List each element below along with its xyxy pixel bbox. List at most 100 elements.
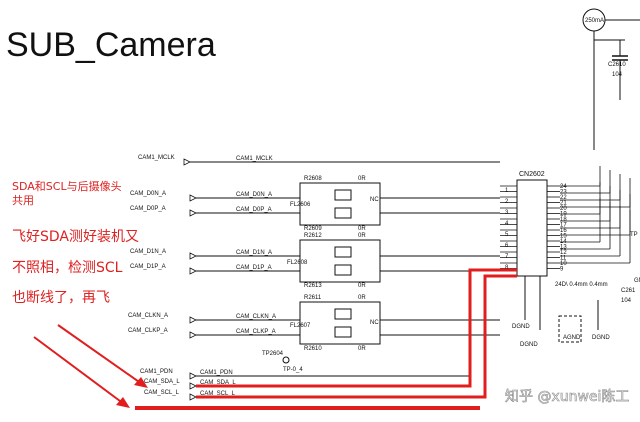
conn-pin-number-8: 16 — [560, 228, 567, 234]
filter-fl2608-box — [299, 239, 381, 283]
net-label-in-d1p_in: CAM_D1P_A — [130, 264, 166, 270]
tp-pad-label: TP-0_4 — [283, 367, 303, 373]
arrow-to-sda — [57, 324, 143, 385]
trace-note: 24D\ 0.4mm 0.4mm — [555, 282, 608, 288]
net-label-out-scl_out: CAM_SCL_L — [200, 391, 236, 397]
net-port-scl_in — [189, 393, 197, 401]
conn-pin-number-2: 22 — [560, 195, 567, 201]
filter-fl2606-coil-a — [334, 189, 352, 201]
r2611-label: R2611 — [304, 295, 322, 301]
fl2607-nc: NC — [370, 320, 379, 326]
right-edge-label: TP — [630, 232, 638, 238]
conn-pin-number-3: 21 — [560, 201, 567, 207]
current-label: 250mA — [585, 18, 604, 24]
right-edge-label-2: GN — [634, 278, 640, 284]
cap-right-label: C261 — [621, 288, 636, 294]
r2612-label: R2612 — [304, 233, 322, 239]
dgnd-label-1: DGND — [512, 324, 530, 330]
net-label-in-clkn_in: CAM_CLKN_A — [128, 313, 168, 319]
r2613-value: 0R — [358, 283, 366, 289]
conn-pin-number-0: 24 — [560, 184, 567, 190]
agnd-box — [558, 315, 582, 343]
r2608-label: R2608 — [304, 176, 322, 182]
dgnd-label-2: DGND — [520, 342, 538, 348]
filter-fl2607-coil-b — [334, 326, 352, 338]
net-label-in-sda_in: CAM_SDA_L — [144, 379, 180, 385]
conn-pin-left-number-1: 2 — [505, 199, 509, 205]
agnd-label: AGND — [563, 335, 581, 341]
net-port-clkn_in — [189, 316, 197, 324]
net-label-out-pdn_out: CAM1_PDN — [200, 370, 233, 376]
conn-pin-number-14: 10 — [560, 261, 567, 267]
cap-top-value: 104 — [612, 72, 623, 78]
arrow-to-scl — [33, 336, 125, 405]
net-label-out-clkn_out: CAM_CLKN_A — [236, 314, 276, 320]
scl-highlight-trace — [196, 274, 517, 399]
filter-block-fl2606: R2608 0R FL2606 R2609 0R NC — [290, 176, 381, 232]
conn-pin-number-6: 18 — [560, 217, 567, 223]
r2610-label: R2610 — [304, 346, 322, 352]
net-port-d0p_in — [189, 209, 197, 217]
net-port-sda_in — [189, 382, 197, 390]
net-label-out-d1p_out: CAM_D1P_A — [236, 265, 272, 271]
conn-pin-left-number-5: 6 — [505, 243, 509, 249]
conn-pin-number-15: 9 — [560, 267, 564, 273]
fl2606-label: FL2606 — [290, 202, 311, 208]
net-label-out-mclk_out: CAM1_MCLK — [236, 156, 273, 162]
annotation-line-1: SDA和SCL与后摄像头 — [12, 179, 122, 193]
net-label-out-clkp_out: CAM_CLKP_A — [236, 329, 276, 335]
net-label-out-sda_out: CAM_SDA_L — [200, 380, 236, 386]
net-port-pdn_in — [189, 372, 197, 380]
filter-fl2608-coil-a — [334, 246, 352, 258]
fl2606-nc: NC — [370, 197, 379, 203]
conn-pin-left-number-0: 1 — [505, 188, 509, 194]
filter-fl2608-coil-b — [334, 264, 352, 276]
filter-fl2607-coil-a — [334, 308, 352, 320]
arrow-to-sda-head — [134, 377, 148, 388]
annotation-line-2: 共用 — [12, 194, 34, 207]
dgnd-label-3: DGND — [592, 335, 610, 341]
cap-right-value: 104 — [621, 298, 632, 304]
net-label-in-mclk_in: CAM1_MCLK — [138, 155, 175, 161]
r2610-value: 0R — [358, 346, 366, 352]
conn-pin-number-7: 17 — [560, 223, 567, 229]
net-port-d0n_in — [189, 194, 197, 202]
tp2604-pad — [282, 356, 290, 364]
connector-body — [516, 179, 548, 277]
net-label-out-d1n_out: CAM_D1N_A — [236, 250, 272, 256]
conn-pin-left-number-7: 8 — [505, 265, 509, 271]
arrow-to-scl-head — [116, 397, 130, 408]
conn-pin-left-number-3: 4 — [505, 221, 509, 227]
annotation-line-5: 也断线了，再飞 — [12, 290, 110, 306]
conn-pin-number-1: 23 — [560, 190, 567, 196]
r2609-value: 0R — [358, 226, 366, 232]
net-port-d1n_in — [189, 252, 197, 260]
r2613-label: R2613 — [304, 283, 322, 289]
right-nets — [560, 166, 631, 264]
net-label-in-clkp_in: CAM_CLKP_A — [128, 328, 168, 334]
net-label-in-pdn_in: CAM1_PDN — [140, 369, 173, 375]
annotation-line-3: 飞好SDA测好装机又 — [12, 229, 139, 245]
net-port-clkp_in — [189, 331, 197, 339]
net-label-in-d0p_in: CAM_D0P_A — [130, 206, 166, 212]
conn-pin-left-number-2: 3 — [505, 210, 509, 216]
page-title: SUB_Camera — [6, 26, 216, 64]
conn-pin-left-number-6: 7 — [505, 254, 509, 260]
watermark: 知乎 @xunwei陈工 — [505, 388, 629, 405]
conn-pin-number-4: 20 — [560, 206, 567, 212]
filter-fl2607-box — [299, 301, 381, 345]
net-label-in-scl_in: CAM_SCL_L — [144, 390, 180, 396]
conn-pin-number-9: 15 — [560, 234, 567, 240]
filter-block-fl2607: R2611 0R FL2607 R2610 0R NC — [290, 295, 381, 352]
net-label-out-d0p_out: CAM_D0P_A — [236, 207, 272, 213]
net-label-out-d0n_out: CAM_D0N_A — [236, 192, 272, 198]
conn-pin-number-13: 11 — [560, 256, 567, 262]
annotation-line-4: 不照相，检测SCL — [12, 260, 123, 276]
fl2607-label: FL2607 — [290, 323, 311, 329]
r2612-value: 0R — [358, 233, 366, 239]
conn-pin-number-5: 19 — [560, 212, 567, 218]
cap-top-label: C2610 — [608, 62, 626, 68]
conn-pin-number-12: 12 — [560, 250, 567, 256]
